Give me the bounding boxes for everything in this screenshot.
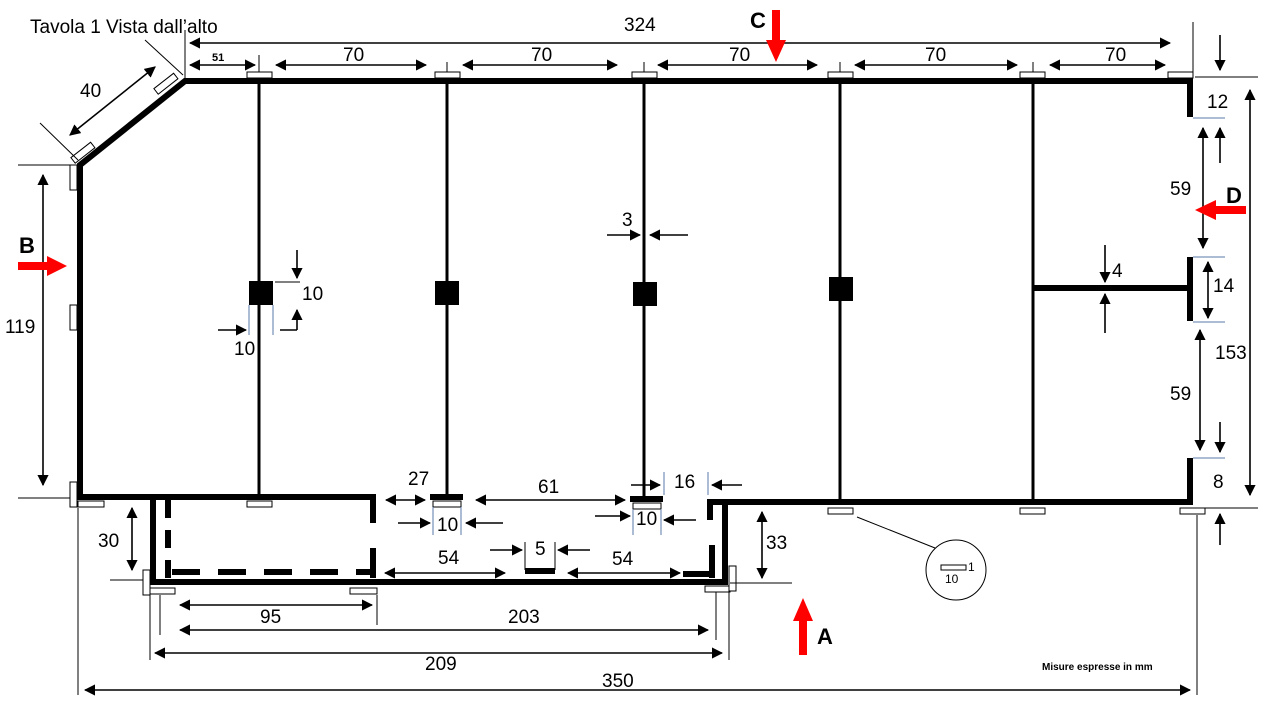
rails — [249, 84, 1035, 500]
units-note: Misure espresse in mm — [1042, 662, 1153, 673]
dim-bottom-209: 209 — [425, 654, 457, 675]
dim-post-h: 10 — [234, 339, 255, 360]
dim-inner-54-right: 54 — [612, 549, 634, 570]
dim-box-depth-left: 30 — [98, 531, 119, 552]
detail-height: 1 — [968, 560, 975, 574]
dim-right-top: 12 — [1207, 92, 1228, 113]
dimension-labels: 324 51 70 70 70 70 70 40 119 12 59 14 59… — [5, 15, 1247, 692]
dim-span-1: 70 — [343, 45, 364, 66]
dim-inner-5: 5 — [535, 539, 546, 560]
dimension-lines — [37, 35, 1256, 696]
view-label-d: D — [1226, 183, 1242, 208]
dim-foot-a: 10 — [437, 515, 458, 536]
view-arrow-a: A — [793, 598, 833, 655]
detail-width: 10 — [945, 572, 959, 586]
view-label-a: A — [817, 624, 833, 649]
dim-right-middle: 14 — [1213, 276, 1235, 297]
dim-bottom-203: 203 — [508, 607, 540, 628]
bracket-detail-callout: 1 10 — [856, 516, 987, 601]
view-arrow-b: B — [18, 233, 67, 276]
dim-total-top: 324 — [624, 15, 656, 36]
dim-inner-54-left: 54 — [438, 548, 460, 569]
drawing-title: Tavola 1 Vista dall’alto — [30, 17, 218, 38]
dim-box-depth-right: 33 — [766, 533, 787, 554]
dim-right-total: 153 — [1215, 343, 1247, 364]
dim-diagonal: 40 — [80, 81, 101, 102]
view-arrow-c: C — [750, 8, 786, 62]
dim-gap-27: 27 — [408, 469, 429, 490]
view-arrows: C B D A — [18, 8, 1246, 655]
extension-lines — [18, 22, 1258, 695]
dim-gap-61: 61 — [538, 477, 559, 498]
dim-span-3: 70 — [729, 45, 750, 66]
lower-box — [150, 497, 728, 585]
dim-gap-16: 16 — [674, 472, 695, 493]
view-label-b: B — [19, 233, 35, 258]
dim-span-2: 70 — [531, 45, 552, 66]
dim-post-v: 10 — [302, 284, 323, 305]
dim-bottom-95: 95 — [260, 607, 281, 628]
dim-right-lower-gap: 59 — [1170, 384, 1191, 405]
dim-foot-b: 10 — [636, 509, 657, 530]
dim-left-height: 119 — [5, 317, 35, 338]
dim-bar-thickness: 4 — [1112, 261, 1123, 282]
outer-walls — [77, 78, 1193, 523]
dim-span-4: 70 — [925, 45, 946, 66]
dim-right-bottom: 8 — [1213, 472, 1224, 493]
dim-rail-thickness: 3 — [622, 210, 633, 231]
dim-first-span: 51 — [212, 52, 224, 64]
view-arrow-d: D — [1195, 183, 1246, 220]
dim-bottom-350: 350 — [602, 671, 634, 692]
dim-right-upper-gap: 59 — [1170, 179, 1191, 200]
view-label-c: C — [750, 8, 766, 33]
dim-span-5: 70 — [1105, 45, 1126, 66]
